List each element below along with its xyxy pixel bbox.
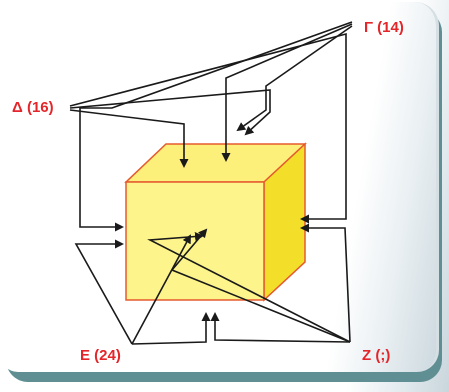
- label-epsilon: E (24): [80, 347, 121, 364]
- cube: [124, 142, 307, 302]
- label-delta: Δ (16): [12, 99, 54, 116]
- gamma-arrows: [79, 21, 353, 232]
- label-gamma: Γ (14): [364, 19, 404, 36]
- zeta-arrow-3: [170, 228, 351, 343]
- epsilon-arrow-3: [131, 312, 211, 345]
- epsilon-arrow-1: [74, 239, 133, 345]
- label-zeta: Z (;): [362, 347, 390, 364]
- zeta-arrow-2: [147, 232, 351, 343]
- gamma-arrow-3: [236, 25, 353, 132]
- gamma-arrow-1: [79, 21, 353, 232]
- zeta-arrows: [147, 223, 351, 343]
- delta-arrow-2: [69, 89, 271, 136]
- delta-arrow-1: [69, 109, 189, 168]
- zeta-arrow-1: [300, 223, 351, 343]
- zeta-arrow-4: [210, 312, 351, 343]
- cube-front-face: [125, 181, 265, 301]
- epsilon-arrow-2: [131, 234, 191, 345]
- delta-arrows: [69, 32, 347, 224]
- gamma-arrow-2: [221, 23, 353, 162]
- epsilon-arrows: [74, 234, 211, 345]
- delta-arrow-3: [69, 32, 347, 224]
